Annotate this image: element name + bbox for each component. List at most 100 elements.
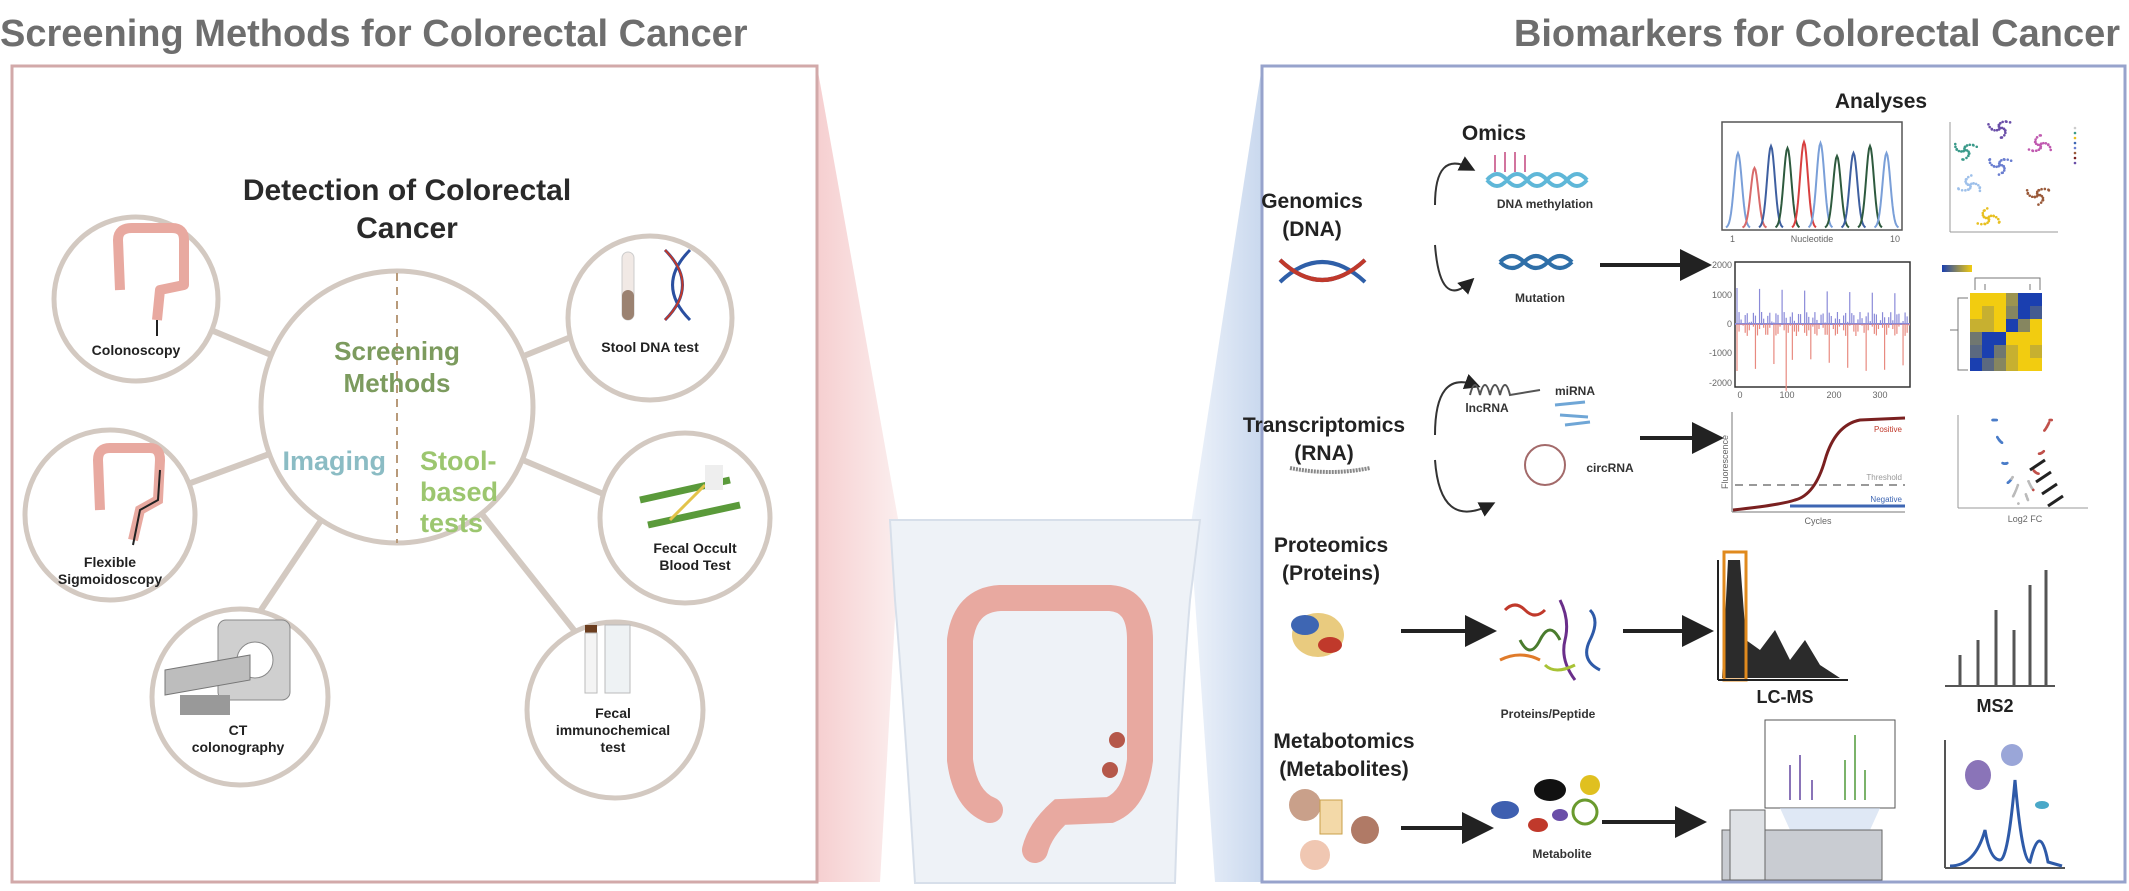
protein-structure-icon [1291,613,1344,657]
tsne-point [2037,203,2040,206]
heatmap-cell [1970,306,1982,319]
tsne-point [2030,195,2034,199]
svg-text:(Proteins): (Proteins) [1282,562,1380,585]
tsne-point [1957,149,1961,153]
tsne-legend-marker [2073,151,2077,155]
ms2-label: MS2 [1976,696,2013,716]
heatmap-cell [1982,319,1994,332]
zoom-fan-left [817,66,900,882]
signal-ytick: -2000 [1709,378,1732,388]
heatmap-cell [1994,345,2006,358]
hub-stool-line1: Stool- [420,446,496,476]
tsne-point [2004,129,2007,132]
svg-text:Colonoscopy: Colonoscopy [92,342,181,358]
tsne-point [2001,120,2004,124]
tsne-point [2033,140,2037,144]
mirna-icon [1554,400,1591,427]
tsne-point [2000,159,2003,162]
tsne-point [1985,207,1989,210]
heatmap-cell [2018,358,2030,371]
heatmap-cell [2030,358,2042,371]
svg-text:Sigmoidoscopy: Sigmoidoscopy [58,571,162,587]
tsne-point [1966,183,1970,187]
tsne-point [1989,214,1993,218]
tsne-point [1986,221,1989,225]
volcano-hatch [2035,470,2052,484]
tsne-point [1968,183,1972,187]
tsne-point [1967,154,1970,158]
svg-text:Metabolite: Metabolite [1532,847,1592,861]
proteomics-row: Proteomics (Proteins) Proteins/Peptide L… [1274,534,2055,721]
tsne-point [2004,120,2008,123]
qpcr-positive-label: Positive [1874,425,1903,434]
lncrna-icon [1469,384,1541,397]
volcano-point [2016,485,2019,488]
tsne-point [2048,145,2052,149]
tsne-point [1982,215,1986,219]
heatmap-cell [2006,345,2018,358]
peptides-icon [1499,599,1601,681]
tsne-point [2000,136,2004,139]
hub-screening-line1: Screening [334,336,460,366]
volcano-point [2005,461,2009,465]
tsne-point [2041,196,2045,200]
hub-stool-line2: based [420,477,498,507]
heatmap-cell [1982,293,1994,306]
detection-heading-line2: Cancer [356,212,458,245]
lc-ms-chart [1717,550,1848,682]
svg-text:Flexible: Flexible [84,554,136,570]
tsne-point [1995,128,1999,132]
svg-text:Proteomics: Proteomics [1274,534,1388,557]
tsne-point [2002,169,2006,172]
methylated-dna-icon [1485,172,1589,188]
left-title: Screening Methods for Colorectal Cancer [0,13,748,55]
heatmap-cell [1970,332,1982,345]
tsne-point [2040,187,2043,191]
tsne-point [1976,222,1980,225]
heatmap-cell [2018,332,2030,345]
heatmap-cell [2030,332,2042,345]
svg-text:lncRNA: lncRNA [1465,401,1509,415]
heatmap-cell [1970,293,1982,306]
signal-ytick: 2000 [1712,260,1732,270]
tsne-point [1996,217,2000,221]
tsne-point [1955,148,1958,151]
volcano-point [2014,488,2018,491]
volcano-point [2033,469,2036,473]
heatmap-cell [2018,319,2030,332]
tsne-point [1988,158,1991,162]
tsne-point [1997,128,2001,131]
signal-ytick: 1000 [1712,290,1732,300]
heatmap-cell [2030,293,2042,306]
tsne-point [2047,188,2050,191]
method-ct-colonography: CT colonography [149,606,331,788]
colon-icon [92,443,166,542]
heatmap-cell [2006,306,2018,319]
tsne-point [1965,144,1969,147]
heatmap-cell [1982,345,1994,358]
svg-text:test: test [601,739,626,755]
signal-xtick: 0 [1737,390,1742,400]
tsne-point [1993,128,1996,132]
tsne-point [1975,145,1979,149]
tsne-point [1970,174,1973,177]
tsne-point [1964,178,1968,181]
tsne-legend-marker [2073,146,2077,150]
method-fecal-occult-blood-test: Fecal Occult Blood Test [597,430,773,606]
svg-text:(Metabolites): (Metabolites) [1279,758,1409,781]
heatmap-cell [2018,306,2030,319]
tsne-legend-marker [2073,161,2077,165]
svg-text:Metabotomics: Metabotomics [1273,730,1414,753]
tsne-point [1978,186,1982,189]
heatmap-cell [2006,358,2018,371]
tsne-point [2046,143,2050,146]
tsne-point [1953,142,1957,146]
heatmap-cell [1970,345,1982,358]
heatmap-cell [1982,332,1994,345]
rna-strand-icon [1289,466,1371,474]
tsne-point [2037,188,2040,192]
svg-text:immunochemical: immunochemical [556,722,670,738]
volcano-point [2029,484,2032,488]
tsne-legend-marker [2073,126,2077,130]
hub-stool-line3: tests [420,508,483,538]
